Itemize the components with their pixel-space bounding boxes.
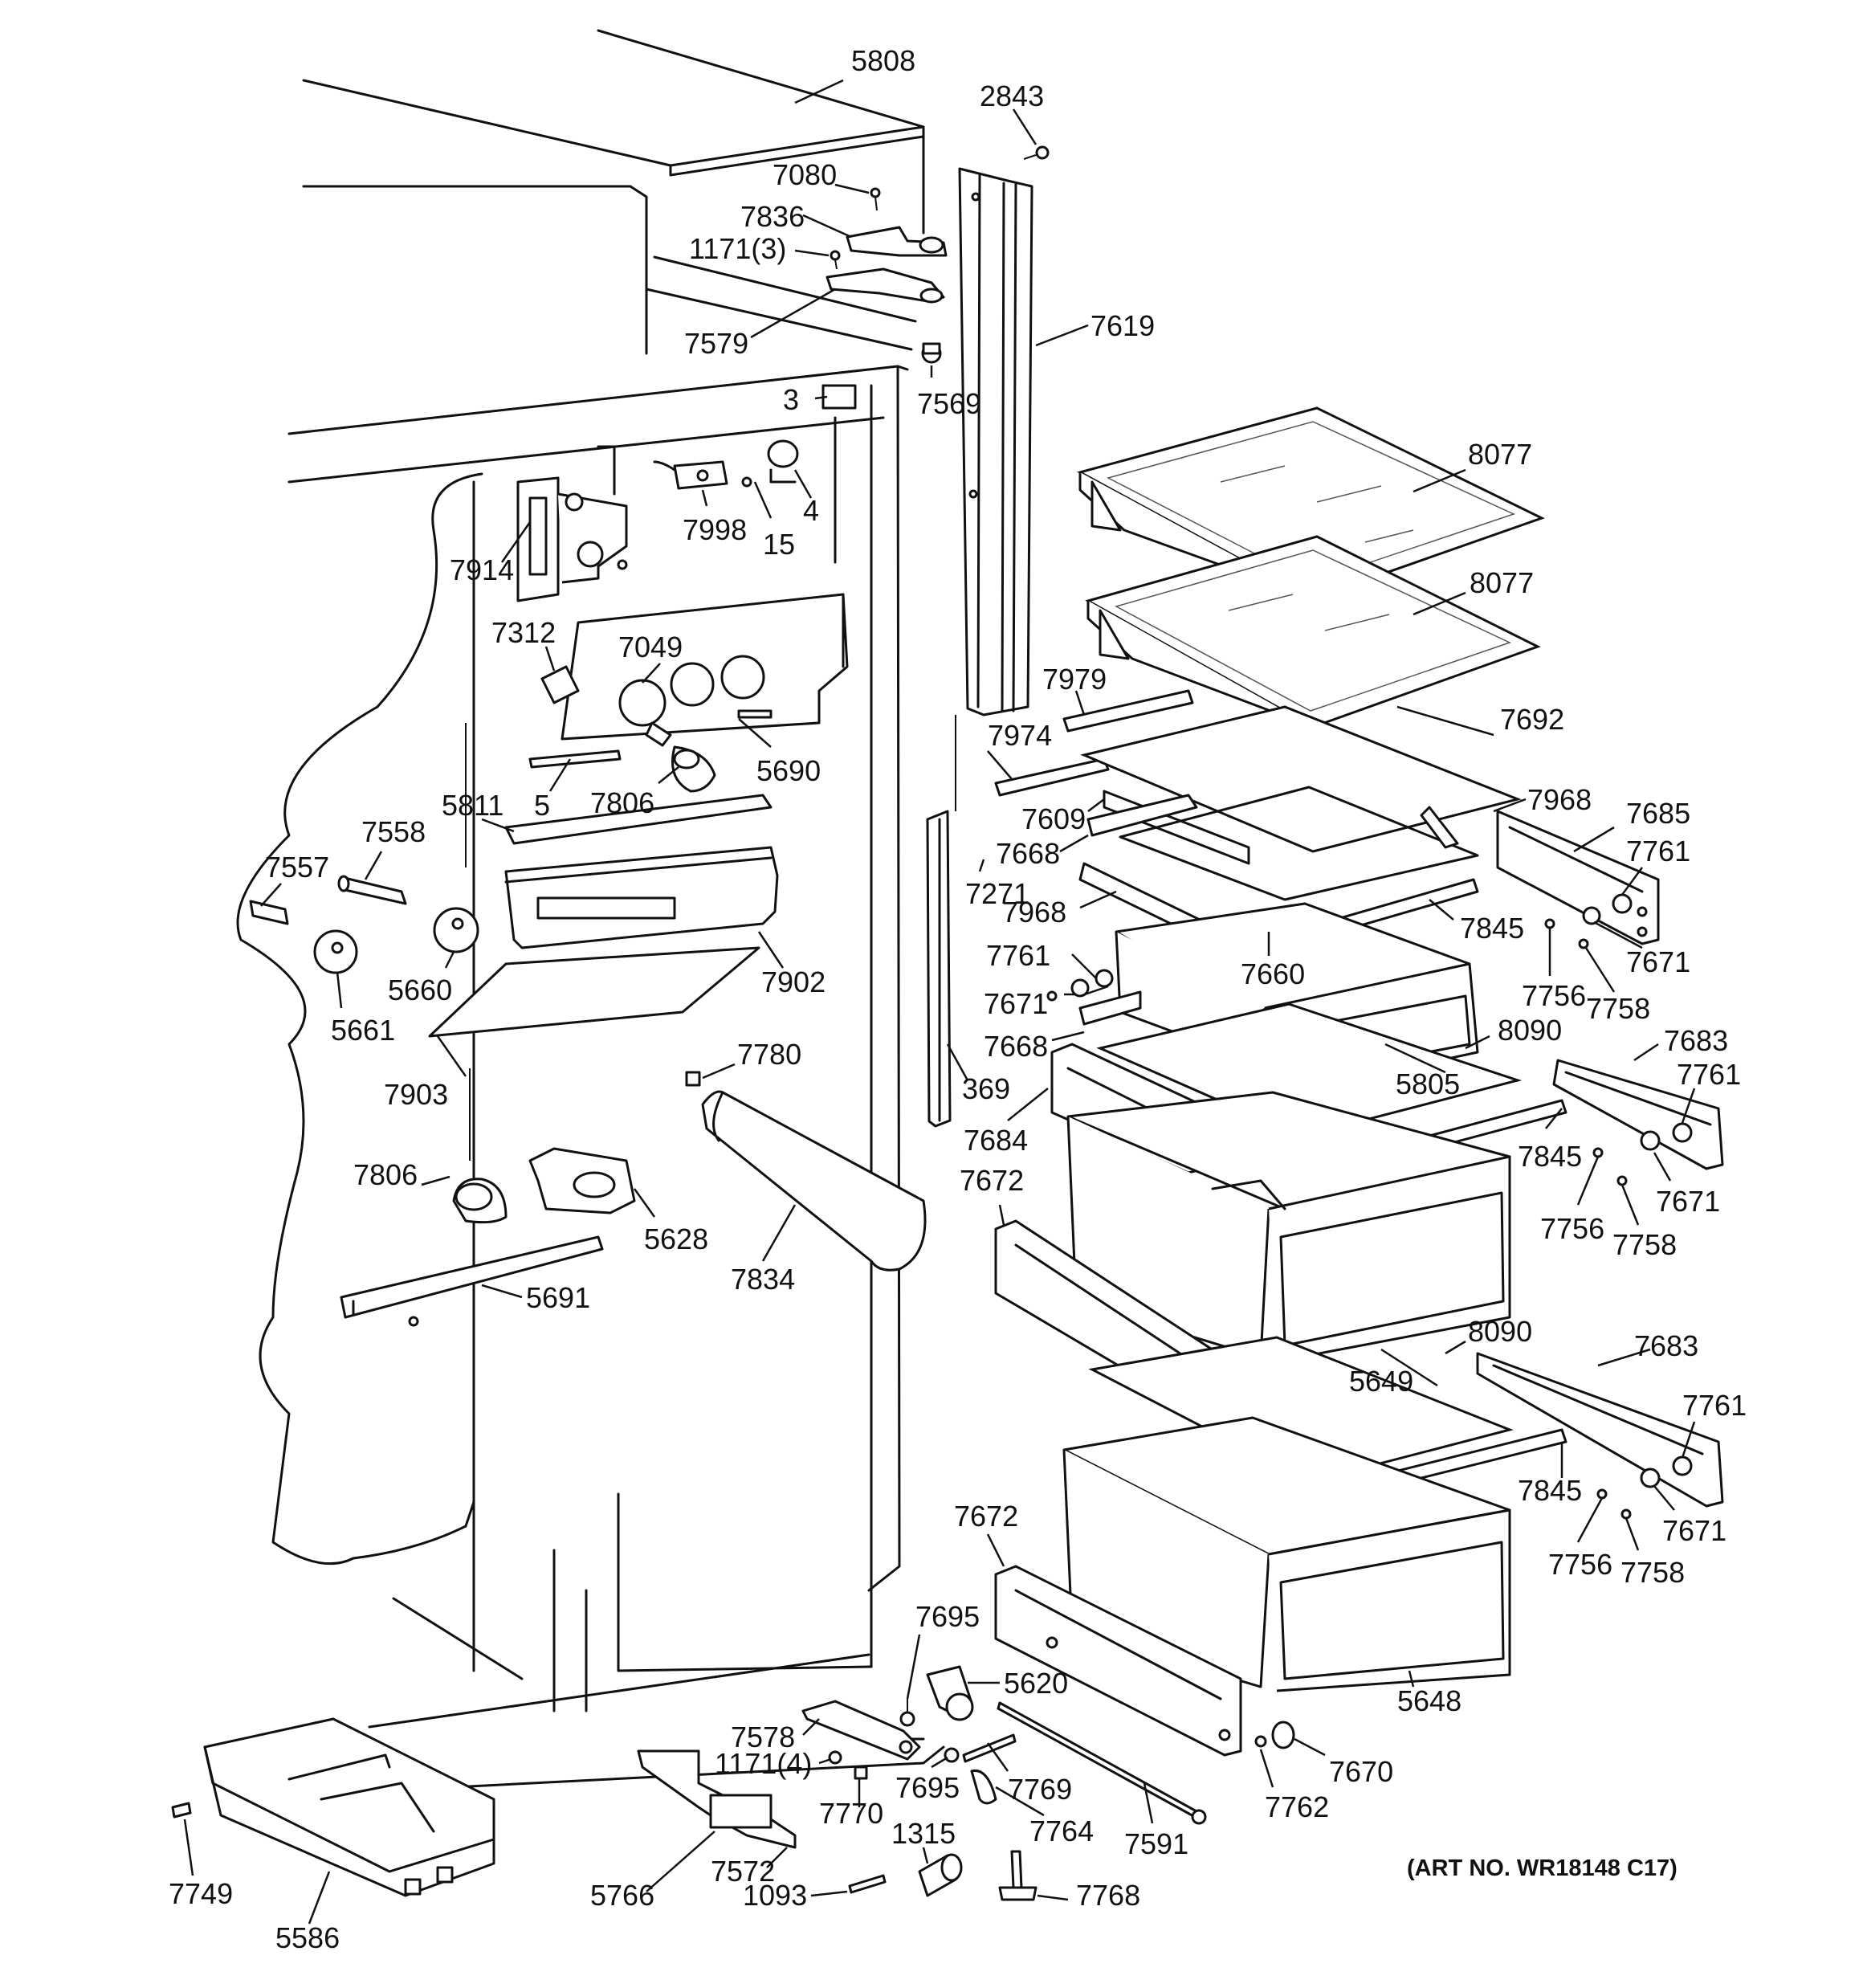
label-7579: 7579 bbox=[684, 327, 748, 360]
label-7768: 7768 bbox=[1076, 1879, 1140, 1912]
label-5620: 5620 bbox=[1004, 1667, 1068, 1700]
label-7968-b: 7968 bbox=[1002, 896, 1066, 929]
label-7049: 7049 bbox=[618, 631, 683, 663]
label-1093: 1093 bbox=[743, 1879, 807, 1912]
label-7968-a: 7968 bbox=[1527, 783, 1592, 816]
label-5661: 5661 bbox=[331, 1014, 395, 1047]
label-7609: 7609 bbox=[1021, 802, 1086, 835]
label-7806-b: 7806 bbox=[353, 1158, 418, 1191]
label-2843: 2843 bbox=[980, 80, 1044, 112]
label-7569: 7569 bbox=[917, 387, 981, 420]
label-7998: 7998 bbox=[683, 513, 747, 546]
label-7756-a: 7756 bbox=[1522, 979, 1586, 1012]
label-7572: 7572 bbox=[711, 1855, 775, 1888]
label-7660: 7660 bbox=[1241, 957, 1305, 990]
label-7764: 7764 bbox=[1029, 1815, 1094, 1847]
label-7271: 7271 bbox=[965, 877, 1029, 910]
control-components bbox=[249, 439, 927, 1327]
label-7974: 7974 bbox=[988, 719, 1052, 752]
label-7769: 7769 bbox=[1008, 1773, 1072, 1806]
label-7780: 7780 bbox=[737, 1038, 801, 1071]
label-7770: 7770 bbox=[819, 1797, 883, 1830]
label-8090-b: 8090 bbox=[1468, 1315, 1532, 1348]
label-7619: 7619 bbox=[1090, 309, 1155, 342]
label-5805: 5805 bbox=[1396, 1067, 1460, 1100]
label-7685: 7685 bbox=[1626, 797, 1690, 830]
label-7671-d: 7671 bbox=[1662, 1514, 1726, 1547]
label-7845-c: 7845 bbox=[1518, 1474, 1582, 1507]
label-5648: 5648 bbox=[1397, 1684, 1461, 1717]
label-7845-a: 7845 bbox=[1460, 912, 1524, 945]
label-7671-a: 7671 bbox=[1626, 945, 1690, 978]
label-7914: 7914 bbox=[450, 553, 514, 586]
label-7683-b: 7683 bbox=[1634, 1329, 1698, 1362]
label-5811: 5811 bbox=[442, 789, 503, 822]
label-7806-a: 7806 bbox=[590, 786, 654, 819]
label-7761-d: 7761 bbox=[1682, 1389, 1747, 1422]
label-7692: 7692 bbox=[1500, 703, 1564, 736]
label-8077-a: 8077 bbox=[1468, 438, 1532, 471]
label-7758-b: 7758 bbox=[1612, 1228, 1677, 1261]
part-labels: 5808 2843 7080 7836 1171(3) 7579 7619 75… bbox=[169, 44, 1747, 1954]
label-5691: 5691 bbox=[526, 1281, 590, 1314]
label-7671-c: 7671 bbox=[1656, 1185, 1720, 1218]
label-7684: 7684 bbox=[964, 1124, 1028, 1157]
label-3: 3 bbox=[783, 383, 799, 416]
label-8077-b: 8077 bbox=[1470, 566, 1534, 599]
label-1315: 1315 bbox=[891, 1817, 956, 1850]
label-7695-b: 7695 bbox=[895, 1771, 960, 1804]
label-7845-b: 7845 bbox=[1518, 1140, 1582, 1173]
cabinet-liner bbox=[236, 29, 945, 1789]
art-number: (ART NO. WR18148 C17) bbox=[1407, 1855, 1678, 1881]
label-7558: 7558 bbox=[361, 815, 426, 848]
label-7578: 7578 bbox=[731, 1721, 795, 1753]
label-4: 4 bbox=[803, 494, 819, 527]
label-7756-b: 7756 bbox=[1540, 1212, 1604, 1245]
shelves-crispers bbox=[994, 406, 1724, 1757]
bottom-hardware bbox=[171, 1665, 1295, 1901]
label-7672-b: 7672 bbox=[954, 1500, 1018, 1533]
label-5: 5 bbox=[534, 789, 550, 822]
label-5690: 5690 bbox=[756, 754, 821, 787]
label-7903: 7903 bbox=[384, 1078, 448, 1111]
label-7312: 7312 bbox=[491, 616, 556, 649]
label-7683-a: 7683 bbox=[1664, 1024, 1728, 1057]
label-1171-4: 1171(4) bbox=[715, 1747, 812, 1780]
hinge-assembly bbox=[821, 145, 1050, 410]
label-15: 15 bbox=[763, 528, 795, 561]
label-1171-3: 1171(3) bbox=[689, 232, 786, 265]
label-5649: 5649 bbox=[1349, 1365, 1413, 1398]
label-7902: 7902 bbox=[761, 965, 826, 998]
label-7834: 7834 bbox=[731, 1263, 795, 1296]
label-5628: 5628 bbox=[644, 1223, 708, 1255]
label-7836: 7836 bbox=[740, 200, 805, 233]
label-7758-c: 7758 bbox=[1620, 1556, 1685, 1589]
label-5808: 5808 bbox=[851, 44, 915, 77]
label-5660: 5660 bbox=[388, 974, 452, 1006]
label-7761-b: 7761 bbox=[986, 939, 1050, 972]
label-7080: 7080 bbox=[773, 158, 837, 191]
label-5586: 5586 bbox=[275, 1921, 340, 1954]
label-7670: 7670 bbox=[1329, 1755, 1393, 1788]
label-7762: 7762 bbox=[1265, 1790, 1329, 1823]
label-369: 369 bbox=[962, 1072, 1010, 1105]
label-7672-a: 7672 bbox=[960, 1164, 1024, 1197]
label-8090-a: 8090 bbox=[1498, 1014, 1562, 1047]
label-7761-a: 7761 bbox=[1626, 835, 1690, 867]
leader-lines bbox=[183, 79, 1696, 1925]
label-7695-a: 7695 bbox=[915, 1600, 980, 1633]
label-7591: 7591 bbox=[1124, 1827, 1188, 1860]
label-7671-b: 7671 bbox=[984, 987, 1048, 1020]
label-7668-a: 7668 bbox=[996, 837, 1060, 870]
label-7758-a: 7758 bbox=[1586, 992, 1650, 1025]
label-7756-c: 7756 bbox=[1548, 1548, 1612, 1581]
label-7749: 7749 bbox=[169, 1877, 233, 1910]
door-rails bbox=[926, 167, 1033, 1128]
label-7761-c: 7761 bbox=[1677, 1058, 1741, 1091]
label-7557: 7557 bbox=[265, 851, 329, 884]
label-5766: 5766 bbox=[590, 1879, 654, 1912]
label-7979: 7979 bbox=[1042, 663, 1107, 696]
label-7668-b: 7668 bbox=[984, 1030, 1048, 1063]
